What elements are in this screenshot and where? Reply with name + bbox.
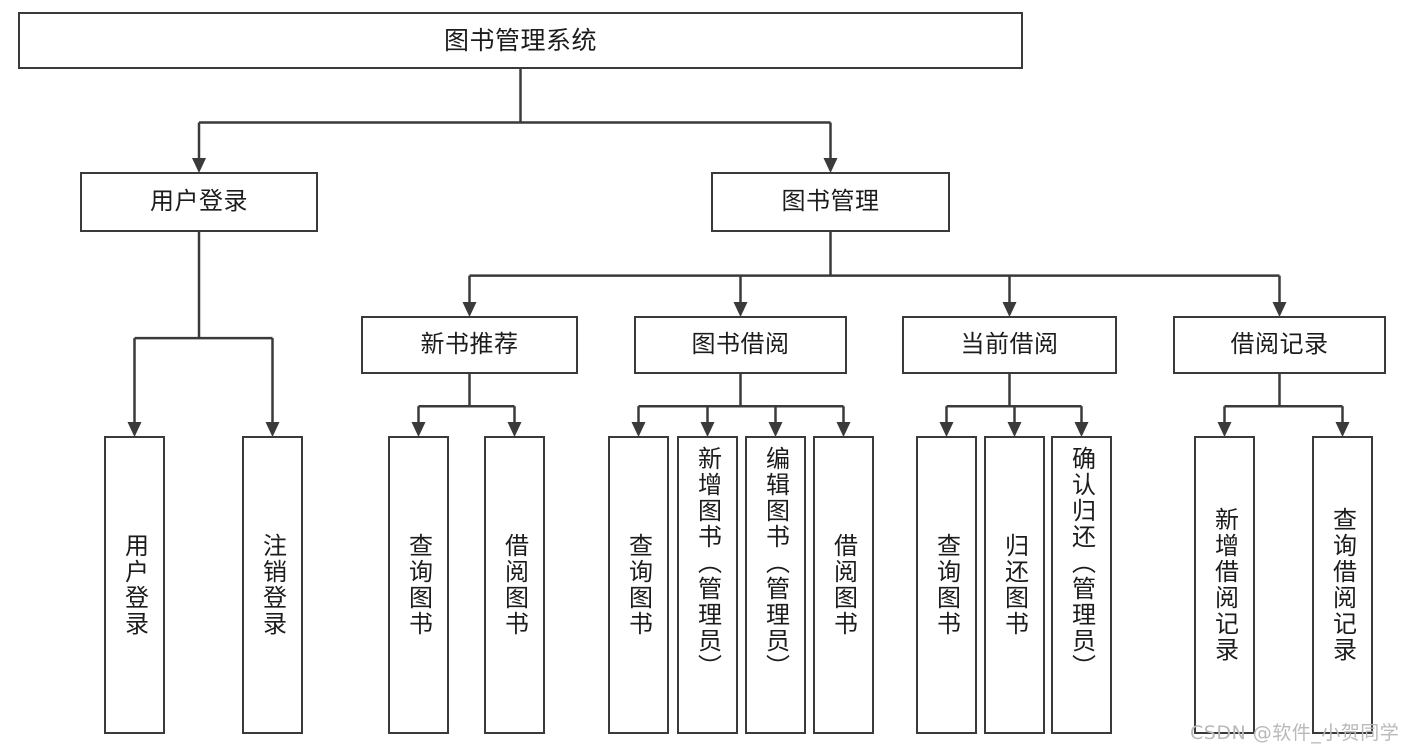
- node-label: 归还图书: [1000, 533, 1029, 637]
- watermark: CSDN @软件_小贺同学: [1190, 722, 1400, 744]
- arrow-head-icon: [192, 158, 206, 173]
- node-label: 查询借阅记录: [1328, 507, 1357, 663]
- arrow-head-icon: [1217, 422, 1232, 437]
- node-label: 查询图书: [624, 533, 653, 637]
- node-label: 查询图书: [932, 533, 961, 637]
- node-label: 新书推荐: [420, 330, 519, 359]
- node-book-manage[interactable]: 图书管理: [711, 172, 950, 232]
- node-label: 借阅记录: [1230, 330, 1329, 359]
- node-label: 借阅图书: [829, 533, 858, 637]
- arrow-head-icon: [411, 422, 426, 437]
- node-current-borrow[interactable]: 当前借阅: [902, 316, 1117, 374]
- node-label: 图书管理: [781, 187, 880, 216]
- arrow-head-icon: [1007, 422, 1022, 437]
- node-leaf-add-book[interactable]: 新增图书（管理员）: [677, 436, 738, 734]
- arrow-head-icon: [631, 422, 646, 437]
- node-leaf-borrow-book-2[interactable]: 借阅图书: [813, 436, 874, 734]
- node-leaf-add-record[interactable]: 新增借阅记录: [1194, 436, 1255, 734]
- node-leaf-return-book[interactable]: 归还图书: [984, 436, 1045, 734]
- node-leaf-query-book-2[interactable]: 查询图书: [608, 436, 669, 734]
- node-label: 用户登录: [150, 187, 248, 216]
- arrow-head-icon: [733, 302, 748, 317]
- arrow-head-icon: [700, 422, 715, 437]
- node-label: 新增图书（管理员）: [693, 446, 722, 680]
- node-leaf-user-login[interactable]: 用户登录: [104, 436, 165, 734]
- node-label: 借阅图书: [500, 533, 529, 637]
- arrow-head-icon: [1335, 422, 1350, 437]
- node-label: 图书借阅: [691, 330, 790, 359]
- arrow-head-icon: [1074, 422, 1089, 437]
- node-leaf-confirm-return[interactable]: 确认归还（管理员）: [1051, 436, 1112, 734]
- node-user-login[interactable]: 用户登录: [80, 172, 318, 232]
- arrow-head-icon: [823, 158, 838, 173]
- node-label: 新增借阅记录: [1210, 507, 1239, 663]
- node-leaf-user-logout[interactable]: 注销登录: [242, 436, 303, 734]
- arrow-head-icon: [1002, 302, 1017, 317]
- node-root[interactable]: 图书管理系统: [18, 12, 1023, 69]
- node-label: 用户登录: [120, 533, 149, 637]
- node-borrow-record[interactable]: 借阅记录: [1173, 316, 1386, 374]
- node-label: 编辑图书（管理员）: [761, 446, 790, 680]
- node-leaf-edit-book[interactable]: 编辑图书（管理员）: [745, 436, 806, 734]
- arrow-head-icon: [939, 422, 954, 437]
- node-leaf-query-record[interactable]: 查询借阅记录: [1312, 436, 1373, 734]
- node-label: 确认归还（管理员）: [1067, 446, 1096, 680]
- node-label: 注销登录: [258, 533, 287, 637]
- node-leaf-query-book-3[interactable]: 查询图书: [916, 436, 977, 734]
- node-new-book-rec[interactable]: 新书推荐: [361, 316, 578, 374]
- node-label: 图书管理系统: [443, 26, 597, 55]
- node-label: 查询图书: [404, 533, 433, 637]
- arrow-head-icon: [127, 422, 142, 437]
- node-leaf-borrow-book-1[interactable]: 借阅图书: [484, 436, 545, 734]
- arrow-head-icon: [836, 422, 851, 437]
- node-leaf-query-book-1[interactable]: 查询图书: [388, 436, 449, 734]
- arrow-head-icon: [768, 422, 783, 437]
- node-label: 当前借阅: [960, 330, 1059, 359]
- node-book-borrow[interactable]: 图书借阅: [634, 316, 847, 374]
- arrow-head-icon: [507, 422, 522, 437]
- arrow-head-icon: [462, 302, 477, 317]
- arrow-head-icon: [265, 422, 280, 437]
- arrow-head-icon: [1272, 302, 1287, 317]
